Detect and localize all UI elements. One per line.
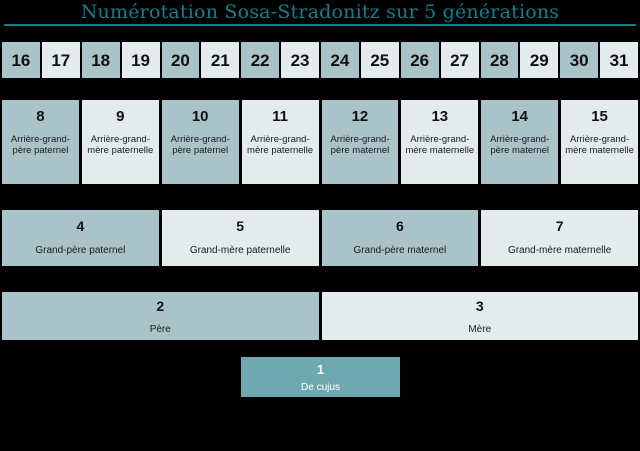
ancestor-number: 11 — [272, 108, 288, 125]
ancestor-number: 16 — [11, 50, 31, 70]
ancestor-label: Arrière-grand-mère maternelle — [405, 134, 475, 156]
ancestor-number: 13 — [431, 108, 449, 125]
ancestor-number: 20 — [170, 50, 190, 70]
ancestor-cell-18[interactable]: 18 — [81, 42, 120, 78]
ancestor-cell-28[interactable]: 28 — [480, 42, 519, 78]
ancestor-cell-25[interactable]: 25 — [360, 42, 399, 78]
page-title: Numérotation Sosa-Stradonitz sur 5 génér… — [80, 1, 560, 23]
ancestor-cell-16[interactable]: 16 — [2, 42, 40, 78]
ancestor-cell-31[interactable]: 31 — [600, 42, 638, 78]
ancestor-cell-19[interactable]: 19 — [121, 42, 160, 78]
ancestor-label: Grand-mère paternelle — [189, 245, 291, 256]
ancestor-label: De cujus — [301, 382, 340, 393]
ancestor-cell-23[interactable]: 23 — [281, 42, 319, 78]
ancestor-cell-26[interactable]: 26 — [400, 42, 439, 78]
ancestor-number: 19 — [131, 50, 151, 70]
ancestor-number: 26 — [410, 50, 430, 70]
ancestor-number: 23 — [290, 50, 310, 70]
ancestor-cell-20[interactable]: 20 — [161, 42, 200, 78]
ancestor-label: Arrière-grand-mère paternelle — [87, 134, 154, 156]
ancestor-number: 29 — [529, 50, 549, 70]
ancestor-number: 31 — [609, 50, 629, 70]
ancestor-number: 2 — [156, 298, 165, 314]
ancestor-cell-27[interactable]: 27 — [440, 42, 479, 78]
generation-row-5: 16 17 18 19 20 21 22 23 24 25 26 27 28 29 30 31 — [2, 42, 638, 78]
ancestor-number: 1 — [316, 362, 325, 377]
generation-row-1: 1 De cujus — [241, 357, 400, 397]
ancestor-number: 24 — [330, 50, 350, 70]
ancestor-cell-1[interactable]: 1 De cujus — [241, 357, 400, 397]
ancestor-number: 6 — [395, 218, 404, 234]
ancestor-number: 4 — [76, 218, 85, 234]
ancestor-label: Mère — [468, 324, 492, 335]
ancestor-number: 10 — [191, 108, 209, 125]
ancestor-number: 15 — [591, 108, 608, 125]
ancestor-cell-30[interactable]: 30 — [560, 42, 599, 78]
ancestor-number: 14 — [511, 108, 529, 125]
ancestor-number: 7 — [555, 218, 564, 234]
ancestor-label: Arrière-grand-père maternel — [490, 134, 550, 156]
ancestor-cell-17[interactable]: 17 — [41, 42, 80, 78]
ancestor-number: 5 — [236, 218, 245, 234]
ancestor-number: 18 — [91, 50, 111, 70]
ancestor-label: Arrière-grand-père paternel — [10, 134, 70, 156]
title-divider — [4, 24, 636, 26]
chart-header: Numérotation Sosa-Stradonitz sur 5 génér… — [0, 0, 640, 30]
ancestor-number: 17 — [51, 50, 71, 70]
ancestor-cell-24[interactable]: 24 — [321, 42, 359, 78]
ancestor-label: Arrière-grand-père paternel — [170, 134, 230, 156]
ancestor-number: 27 — [450, 50, 470, 70]
ancestor-label: Arrière-grand-mère paternelle — [247, 134, 314, 156]
ancestor-label: Arrière-grand-père maternel — [330, 134, 390, 156]
ancestor-number: 8 — [36, 108, 45, 125]
ancestor-number: 22 — [250, 50, 270, 70]
ancestor-number: 28 — [489, 50, 509, 70]
ancestor-number: 30 — [569, 50, 589, 70]
ancestor-number: 21 — [210, 50, 230, 70]
ancestor-label: Père — [149, 324, 171, 335]
ancestor-label: Arrière-grand-mère maternelle — [565, 134, 634, 156]
ancestor-label: Grand-père maternel — [353, 245, 447, 256]
ancestor-cell-29[interactable]: 29 — [520, 42, 559, 78]
ancestor-label: Grand-mère maternelle — [507, 245, 612, 256]
ancestor-number: 3 — [475, 298, 484, 314]
ancestor-label: Grand-père paternel — [35, 245, 126, 256]
ancestor-cell-21[interactable]: 21 — [201, 42, 240, 78]
ancestor-cell-22[interactable]: 22 — [241, 42, 280, 78]
ancestor-number: 9 — [116, 108, 125, 125]
ancestor-number: 12 — [351, 108, 369, 125]
ancestor-number: 25 — [370, 50, 390, 70]
